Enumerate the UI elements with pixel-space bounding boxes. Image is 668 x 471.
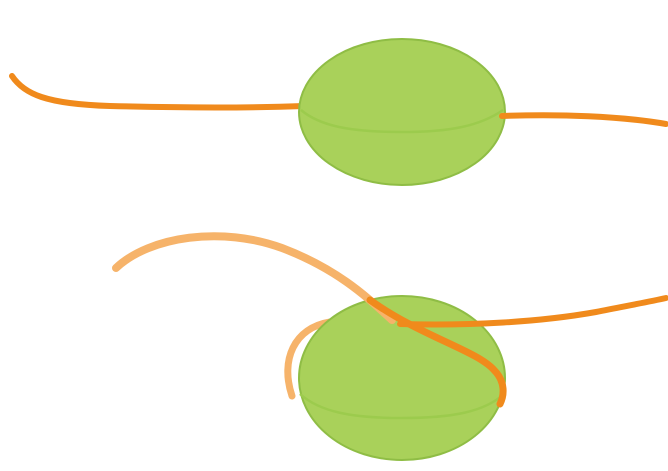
- bead: [299, 39, 505, 185]
- thread-right-segment: [502, 115, 666, 124]
- figure-wrapped-bead: [116, 236, 666, 460]
- thread-left-segment: [12, 76, 304, 108]
- figure-threaded-bead: [12, 39, 666, 185]
